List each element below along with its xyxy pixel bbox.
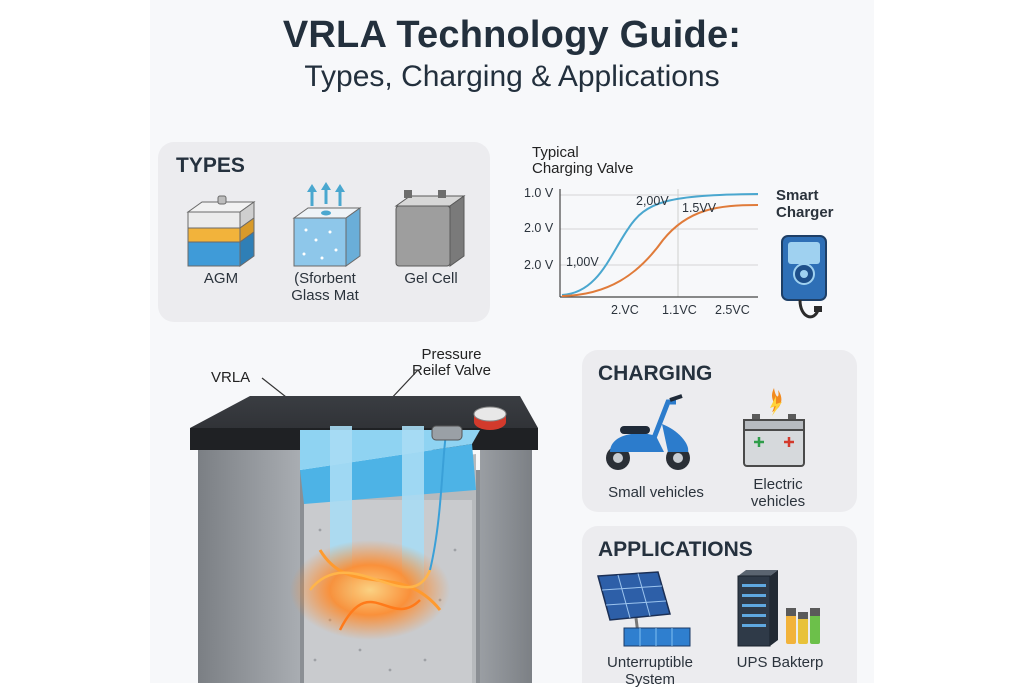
valve-label: Pressure Reilef Valve xyxy=(412,347,491,379)
agm-label: AGM xyxy=(203,270,239,287)
types-heading: TYPES xyxy=(176,154,245,177)
charging-heading: CHARGING xyxy=(598,362,713,385)
annotation-1v: 1,00V xyxy=(566,255,599,269)
annotation-2v: 2,00V xyxy=(636,194,669,208)
chart-title-line1: Typical xyxy=(532,144,579,161)
applications-panel: APPLICATIONS Unterruptible System UPS Ba… xyxy=(582,526,857,688)
smart-charger-label: Smart Charger xyxy=(776,187,834,221)
vrla-cutaway-diagram xyxy=(190,370,538,683)
smart-charger-line2: Charger xyxy=(776,204,834,221)
x-tick-2: 1.1VC xyxy=(662,303,697,317)
gel-cell-battery-icon xyxy=(394,190,466,267)
y-tick-2: 2.0 V xyxy=(524,221,554,235)
absorbent-glass-mat-icon xyxy=(292,182,362,267)
annotation-1-5v: 1.5VV xyxy=(682,201,717,215)
page-subtitle: Types, Charging & Applications xyxy=(304,60,720,93)
scooter-icon xyxy=(606,394,690,470)
smart-charger-line1: Smart xyxy=(776,187,819,204)
page-title: VRLA Technology Guide: xyxy=(282,14,742,56)
small-vehicles-label: Small vehicles xyxy=(608,484,704,501)
solar-panel-icon xyxy=(597,571,691,647)
valve-label-line2: Reilef Valve xyxy=(412,362,491,379)
gel-cell-label: Gel Cell xyxy=(404,270,458,287)
absorbent-glass-mat-label: (Sforbent Glass Mat xyxy=(291,270,359,304)
blue-curve xyxy=(561,193,759,296)
ups-backup-label: UPS Bakterp xyxy=(736,654,824,671)
types-panel: TYPES AGM (Sforbent Glass Mat Ge xyxy=(158,142,490,322)
charging-curve-chart xyxy=(559,189,759,298)
server-rack-icon xyxy=(737,570,820,647)
orange-curve xyxy=(561,204,759,297)
y-tick-3: 2.0 V xyxy=(524,258,554,272)
x-tick-1: 2.VC xyxy=(611,303,639,317)
chart-title: Typical Charging Valve xyxy=(532,145,633,177)
applications-heading: APPLICATIONS xyxy=(598,538,753,561)
battery-charge-icon xyxy=(743,388,805,467)
x-tick-3: 2.5VC xyxy=(715,303,750,317)
chart-title-line2: Charging Valve xyxy=(532,160,634,177)
agm-battery-icon xyxy=(186,195,256,267)
electric-vehicles-label: Electric vehicles xyxy=(750,476,806,510)
smart-charger-icon xyxy=(781,235,827,319)
valve-label-line1: Pressure xyxy=(421,346,482,363)
vrla-label: VRLA xyxy=(211,369,251,386)
y-tick-1: 1.0 V xyxy=(524,186,554,200)
charging-panel: CHARGING Small vehicles Electric vehicle… xyxy=(582,350,857,512)
